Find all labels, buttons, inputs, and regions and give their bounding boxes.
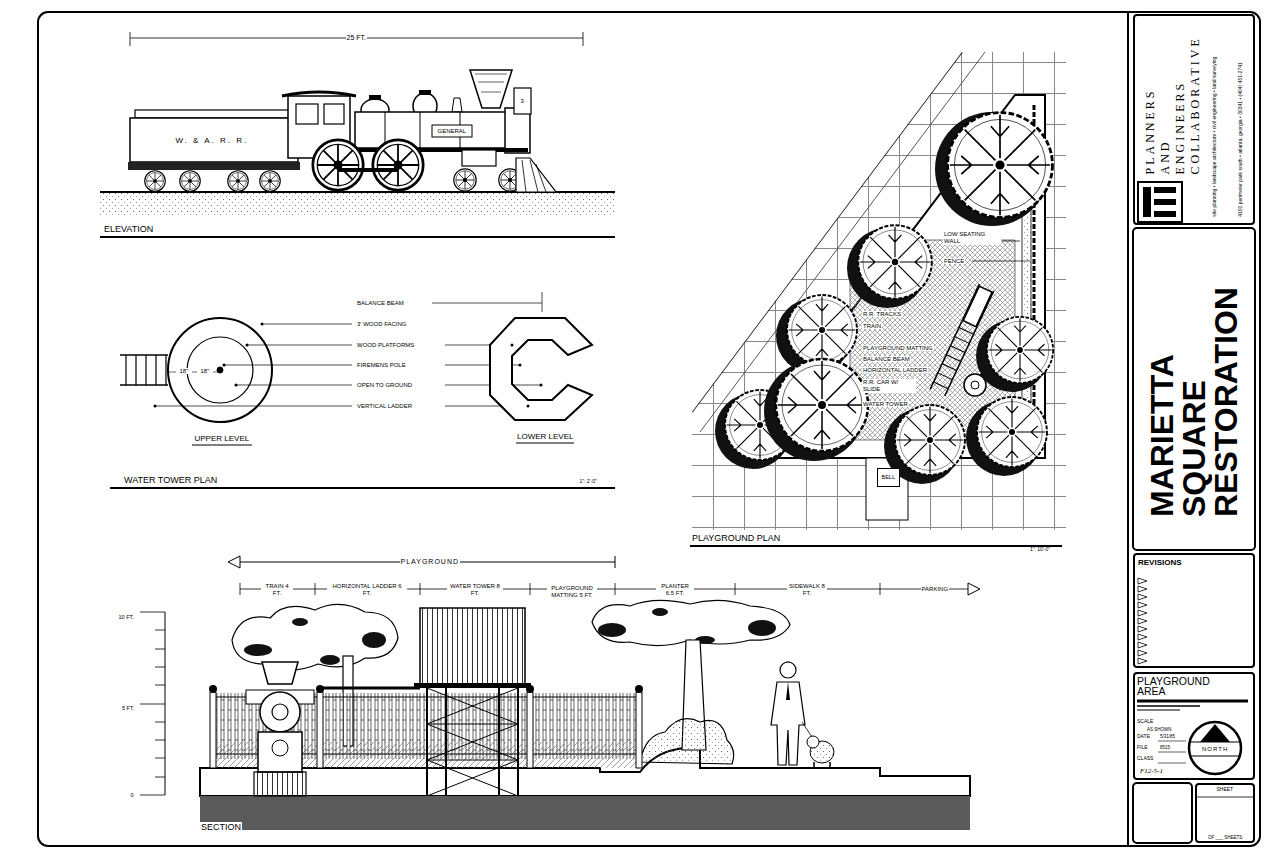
dimension-label: PLAYGROUND xyxy=(400,558,461,566)
playground-section xyxy=(140,556,980,830)
scale-mark: 5 FT. xyxy=(122,705,134,711)
dimension-label: PLAYGROUND MATTING 5 FT. xyxy=(547,585,597,599)
dimension-label: TRAIN 4 FT. xyxy=(261,583,293,597)
callout-label: VERTICAL LADDER xyxy=(357,403,412,410)
callout-label: FIREMENS POLE xyxy=(357,362,406,369)
scale-mark: 10 FT. xyxy=(119,614,134,620)
firm-name: PLANNERS AND ENGINEERS COLLABORATIVE xyxy=(1142,20,1202,175)
name-plate: GENERAL xyxy=(438,128,467,135)
project-title: MARIETTA SQUARE RESTORATION xyxy=(1146,235,1242,517)
callout-label: FENCE xyxy=(943,258,965,265)
dimension-label: WATER TOWER 8 FT. xyxy=(447,583,503,597)
sheet-number-box: SHEET OF ___ SHEETS xyxy=(1195,783,1255,843)
callout-label: OPEN TO GROUND xyxy=(357,382,412,389)
sheet-info-panel: PLAYGROUND AREA SCALE AS SHOWN DATE 5/31/85F… xyxy=(1133,672,1255,780)
callout-label: WOOD PLATFORMS xyxy=(357,342,414,349)
water-tower-plan xyxy=(110,292,615,488)
dimension-label: PARKING xyxy=(921,586,950,593)
callout-label: WATER TOWER xyxy=(862,401,909,408)
north-arrow xyxy=(1189,722,1241,774)
scale-mark: 0 xyxy=(131,792,134,798)
view-title: UPPER LEVEL xyxy=(195,434,250,443)
field-name: SHEET xyxy=(1217,787,1234,793)
firm-services: site planning • landscape architecture •… xyxy=(1212,17,1218,217)
handwritten-number: F12-5-1 xyxy=(1140,767,1163,775)
field-name: CLASS xyxy=(1137,756,1153,762)
bell-marker: BELL xyxy=(877,468,900,487)
firm-address: 4100 perimeter park south • atlanta, geo… xyxy=(1238,17,1244,217)
field-name: OF ___ SHEETS xyxy=(1208,835,1242,840)
tender-lettering: W. & A. R. R. xyxy=(176,136,249,145)
dimension: 18" xyxy=(200,368,211,375)
view-title: WATER TOWER PLAN xyxy=(124,475,217,485)
field-name: SCALE xyxy=(1137,719,1153,725)
dimension-label: PLANTER 6.5 FT. xyxy=(656,583,694,597)
field-value: 5/31/85 xyxy=(1160,734,1175,739)
field-name: DATE xyxy=(1137,734,1150,740)
firm-panel: PLANNERS AND ENGINEERS COLLABORATIVE site… xyxy=(1133,14,1255,225)
panel-heading: REVISIONS xyxy=(1138,558,1182,567)
view-title: ELEVATION xyxy=(104,224,153,234)
callout-label: BALANCE BEAM xyxy=(862,356,911,363)
dimension-label: SIDEWALK 8 FT. xyxy=(787,583,827,597)
callout-label: PLAYGROUND MATTING xyxy=(862,345,934,352)
view-title: PLAYGROUND PLAN xyxy=(692,533,780,543)
view-title: LOWER LEVEL xyxy=(517,432,573,441)
engine-number: 3 xyxy=(521,98,524,105)
locomotive-elevation xyxy=(100,32,615,237)
field-name: FILE xyxy=(1137,745,1148,751)
field-value: AS SHOWN xyxy=(1147,727,1172,732)
callout-label: LOW SEATING WALL xyxy=(943,231,1001,245)
callout-label: HORIZONTAL LADDER xyxy=(862,367,928,374)
firm-logo xyxy=(1138,182,1182,222)
scale-note: 1": 2'-0" xyxy=(580,479,597,485)
sheet-title: PLAYGROUND AREA xyxy=(1137,676,1219,697)
callout-label: R.R. TRACKS xyxy=(862,311,902,318)
callout-label: R.R. CAR W/ SLIDE xyxy=(862,379,916,393)
dimension-label: HORIZONTAL LADDER 6 FT. xyxy=(327,583,407,597)
revisions-panel: REVISIONS xyxy=(1133,553,1255,668)
north-label: NORTH xyxy=(1201,746,1229,753)
field-value: 8515 xyxy=(1160,745,1170,750)
bell-label: BELL xyxy=(882,474,895,480)
view-title: SECTION xyxy=(200,822,242,832)
callout-label: BALANCE BEAM xyxy=(357,300,404,307)
callout-label: 3' WOOD FACING xyxy=(357,321,406,328)
dimension: 18" xyxy=(179,368,190,375)
leader-dots xyxy=(154,323,543,408)
revision-triangles xyxy=(1138,578,1147,664)
callout-label: TRAIN xyxy=(862,323,882,330)
dimension: 25 FT. xyxy=(346,34,367,42)
scale-note: 1": 10'-0" xyxy=(1030,547,1050,553)
sheet-border xyxy=(38,12,1260,846)
playground-plan xyxy=(690,50,1068,546)
